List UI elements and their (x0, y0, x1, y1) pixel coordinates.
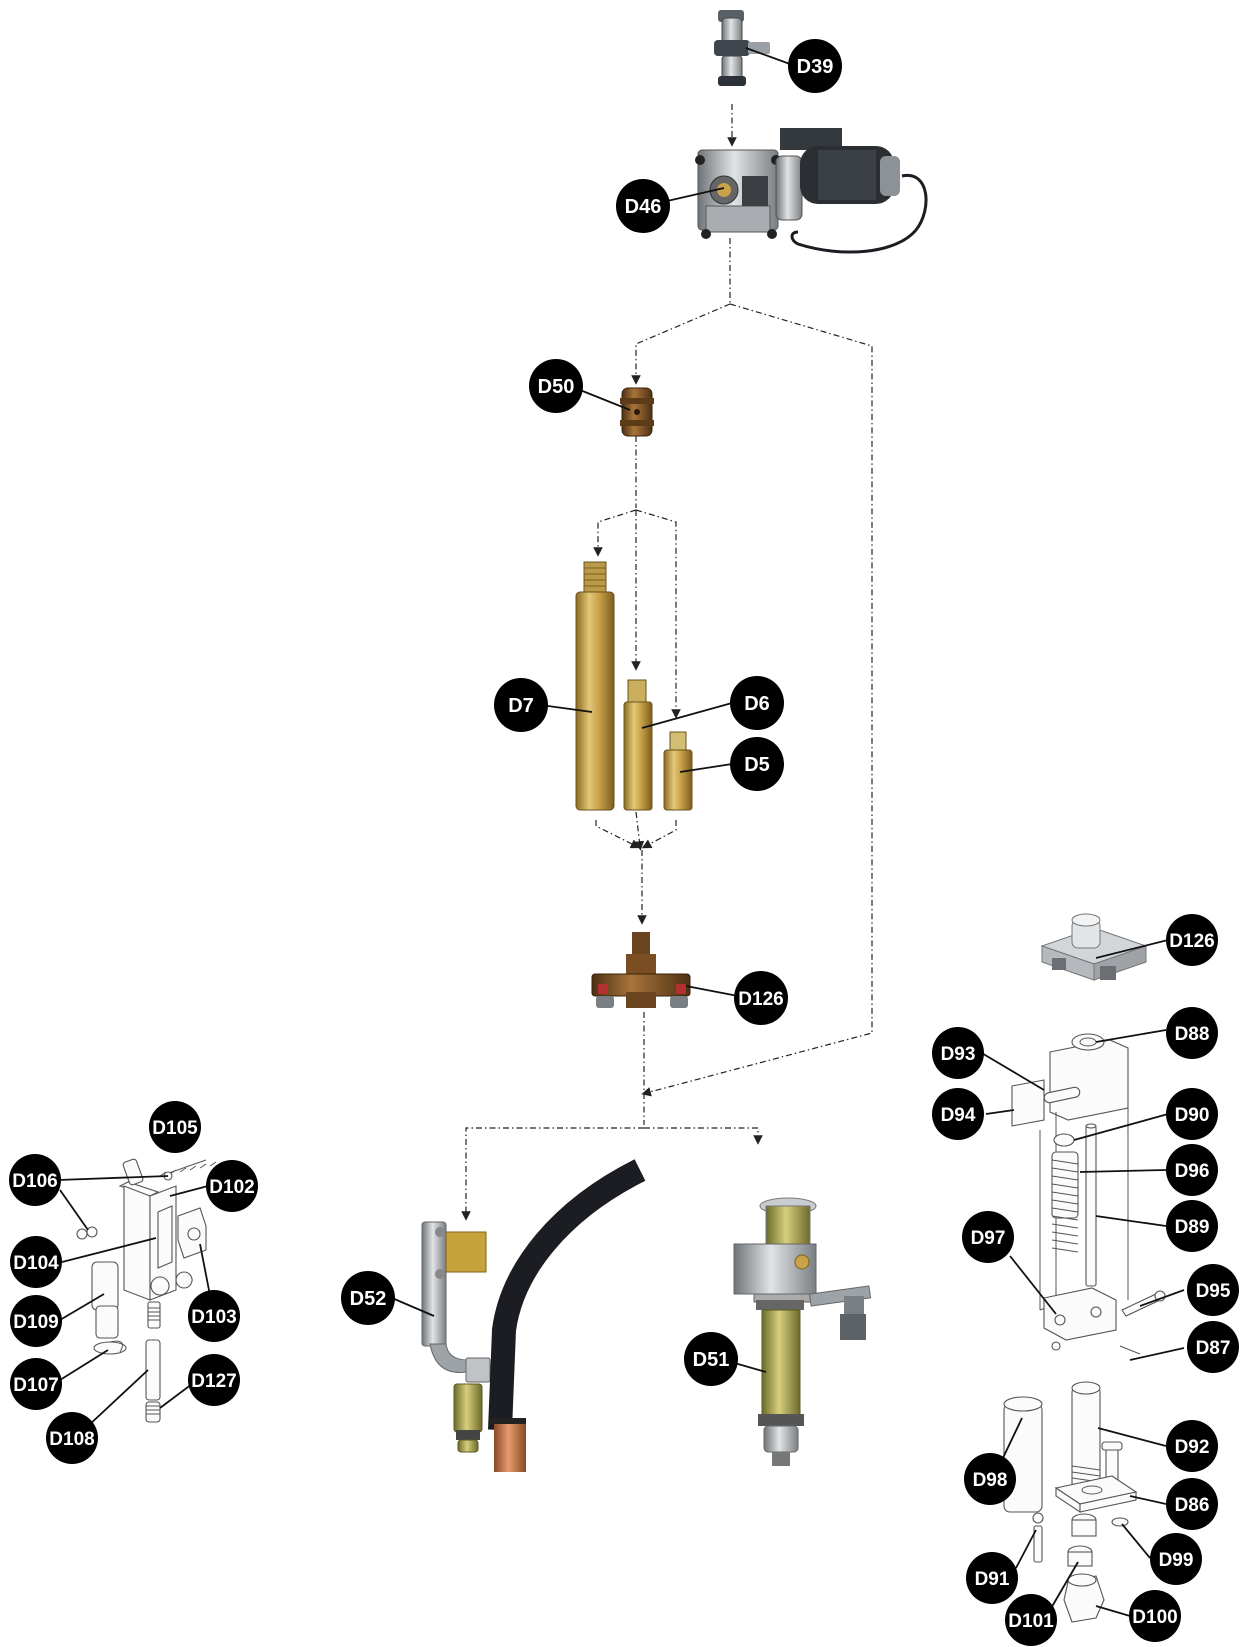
part-d50-coupler (620, 387, 654, 437)
callout-d91: D91 (966, 1552, 1018, 1604)
part-d51-valve (733, 1197, 872, 1466)
svg-text:D108: D108 (49, 1429, 94, 1450)
svg-text:D5: D5 (744, 754, 770, 776)
svg-text:D97: D97 (971, 1228, 1006, 1249)
svg-text:D39: D39 (797, 56, 834, 78)
svg-text:D51: D51 (693, 1349, 730, 1371)
svg-text:D89: D89 (1175, 1217, 1210, 1238)
callout-d5: D5 (730, 737, 784, 791)
svg-text:D96: D96 (1175, 1161, 1210, 1182)
callout-d51: D51 (684, 1332, 738, 1386)
part-d52-bracket (421, 1221, 491, 1453)
callout-d86: D86 (1166, 1478, 1218, 1530)
callout-d105: D105 (149, 1101, 201, 1153)
callout-d127: D127 (188, 1354, 240, 1406)
part-d7-long-tube (575, 561, 615, 811)
svg-text:D6: D6 (744, 693, 770, 715)
svg-text:D102: D102 (209, 1177, 254, 1198)
callout-d106: D106 (9, 1154, 61, 1206)
svg-text:D103: D103 (191, 1307, 236, 1328)
svg-text:D126: D126 (1169, 931, 1214, 952)
callout-d96: D96 (1166, 1144, 1218, 1196)
part-d46-motor-gearbox (695, 128, 928, 254)
callout-d90: D90 (1166, 1088, 1218, 1140)
callout-d6: D6 (730, 676, 784, 730)
callout-d92: D92 (1166, 1420, 1218, 1472)
callout-d89: D89 (1166, 1200, 1218, 1252)
svg-text:D52: D52 (350, 1288, 387, 1310)
part-right-assembly (1003, 913, 1166, 1623)
svg-text:D87: D87 (1196, 1338, 1231, 1359)
leader-lines (57, 47, 1185, 1617)
svg-text:D7: D7 (508, 695, 534, 717)
svg-text:D106: D106 (12, 1171, 57, 1192)
svg-text:D88: D88 (1175, 1024, 1210, 1045)
callout-d102: D102 (206, 1160, 258, 1212)
svg-text:D127: D127 (191, 1371, 236, 1392)
part-d6-medium-tube (623, 679, 653, 811)
callout-d52: D52 (341, 1271, 395, 1325)
spring-d96 (1051, 1151, 1079, 1253)
svg-text:D93: D93 (941, 1044, 976, 1065)
callout-d88: D88 (1166, 1007, 1218, 1059)
callout-d50: D50 (529, 359, 583, 413)
callout-d126-right: D126 (1166, 914, 1218, 966)
part-d5-short-tube (663, 731, 693, 811)
callout-d104: D104 (10, 1236, 62, 1288)
svg-text:D95: D95 (1196, 1281, 1231, 1302)
callout-d108: D108 (46, 1412, 98, 1464)
svg-text:D104: D104 (13, 1253, 59, 1274)
callout-d46: D46 (616, 179, 670, 233)
callout-d87: D87 (1187, 1321, 1239, 1373)
part-d39-connector (714, 10, 770, 86)
svg-text:D107: D107 (13, 1375, 58, 1396)
svg-text:D94: D94 (941, 1105, 976, 1126)
svg-text:D100: D100 (1132, 1607, 1177, 1628)
part-d126-t-fitting (591, 932, 691, 1008)
svg-text:D46: D46 (625, 196, 662, 218)
callout-d126-center: D126 (734, 971, 788, 1025)
callout-d95: D95 (1187, 1264, 1239, 1316)
callout-d93: D93 (932, 1027, 984, 1079)
svg-text:D109: D109 (13, 1312, 58, 1333)
svg-text:D86: D86 (1175, 1495, 1210, 1516)
callout-d7: D7 (494, 678, 548, 732)
flow-lines (461, 104, 873, 1221)
callout-d98: D98 (964, 1453, 1016, 1505)
svg-text:D126: D126 (738, 989, 783, 1010)
callout-d99: D99 (1150, 1533, 1202, 1585)
svg-text:D99: D99 (1159, 1550, 1194, 1571)
callout-d97: D97 (962, 1211, 1014, 1263)
part-hose (488, 1159, 646, 1472)
callout-d103: D103 (188, 1290, 240, 1342)
callout-d101: D101 (1005, 1594, 1057, 1646)
callouts: D39 D46 D50 D7 D6 D5 D126 D52 D51 D105 D… (9, 39, 1239, 1646)
svg-text:D105: D105 (152, 1118, 198, 1139)
callout-d100: D100 (1129, 1590, 1181, 1642)
callout-d109: D109 (10, 1295, 62, 1347)
svg-text:D101: D101 (1008, 1611, 1054, 1632)
callout-d39: D39 (788, 39, 842, 93)
svg-text:D98: D98 (973, 1470, 1008, 1491)
svg-text:D50: D50 (538, 376, 575, 398)
callout-d94: D94 (932, 1088, 984, 1140)
svg-text:D92: D92 (1175, 1437, 1210, 1458)
svg-text:D91: D91 (975, 1569, 1010, 1590)
callout-d107: D107 (10, 1358, 62, 1410)
svg-text:D90: D90 (1175, 1105, 1210, 1126)
